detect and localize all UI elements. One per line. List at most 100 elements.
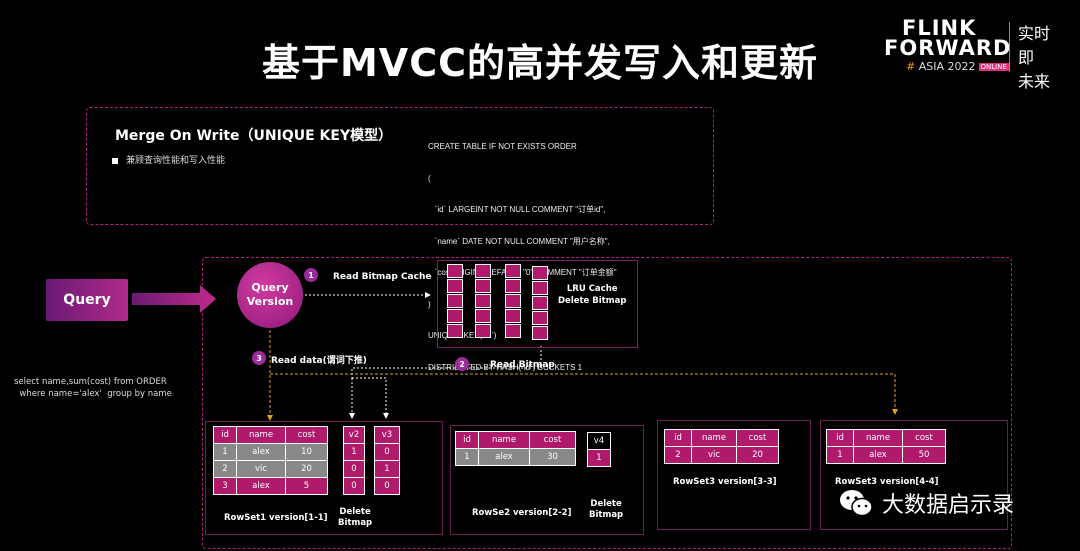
lru-label-line2: Delete Bitmap	[558, 296, 627, 306]
step-1-badge: 1	[304, 268, 318, 282]
header-cell: name	[853, 429, 903, 447]
lru-cache-label: LRU Cache Delete Bitmap	[558, 283, 626, 307]
table-cell: 5	[285, 477, 328, 495]
lru-cell	[505, 279, 521, 293]
table-cell: 1	[826, 446, 854, 464]
sql-line: )	[428, 299, 431, 309]
lru-cell	[447, 279, 463, 293]
merge-on-write-heading: Merge On Write（UNIQUE KEY模型）	[115, 128, 393, 144]
table-cell: 1	[213, 443, 237, 461]
step-2-label: Read Bitmap	[490, 360, 555, 370]
table-header-row: id name cost	[455, 431, 576, 449]
delete-label-line2: Bitmap	[589, 510, 624, 520]
select-line1: select name,sum(cost) from ORDER	[14, 377, 167, 387]
step-3-badge: 3	[252, 351, 266, 365]
logo-divider	[1009, 22, 1010, 72]
header-cell: cost	[902, 429, 946, 447]
lru-column	[475, 264, 491, 339]
query-version-node: Query Version	[237, 262, 303, 328]
lru-column	[447, 264, 463, 339]
lru-cell	[447, 264, 463, 278]
lru-label-line1: LRU Cache	[566, 284, 618, 294]
query-button: Query	[46, 279, 128, 321]
bullet-text: 兼顾查询性能和写入性能	[126, 156, 226, 166]
watermark-text: 大数据启示录	[882, 493, 1015, 518]
bitmap-cell: 1	[343, 443, 365, 461]
table-cell: 10	[285, 443, 328, 461]
table-cell: vic	[691, 446, 737, 464]
lru-cell	[475, 264, 491, 278]
bitmap-v3-arrow	[352, 377, 389, 419]
table-row: 2 vic 20	[664, 446, 779, 464]
table-row: 1 alex 10	[213, 443, 328, 461]
lru-cell	[475, 324, 491, 338]
table-cell: alex	[236, 443, 286, 461]
table-cell: 30	[529, 448, 576, 466]
lru-cell	[505, 324, 521, 338]
bitmap-cell: 1	[587, 449, 611, 467]
rowset4-label: RowSet3 version[4-4]	[835, 477, 939, 487]
lru-cache-box	[437, 260, 638, 348]
query-version-line1: Query	[251, 281, 289, 294]
bitmap-cell: 1	[374, 460, 400, 478]
step-1-label: Read Bitmap Cache	[333, 272, 432, 282]
rowset2-bitmap-v4: v4 1	[587, 432, 611, 467]
read-data-rowset4-arrow	[270, 373, 898, 415]
bitmap-cell: 0	[374, 477, 400, 495]
wechat-icon	[840, 490, 873, 517]
table-cell: 2	[213, 460, 237, 478]
sql-line: CREATE TABLE IF NOT EXISTS ORDER	[428, 142, 577, 151]
lru-column	[505, 264, 521, 339]
rowset1-bitmap-v3: v3 0 1 0	[374, 426, 400, 495]
bitmap-header: v3	[374, 426, 400, 444]
logo-hash: #	[906, 60, 916, 73]
lru-cell	[532, 326, 548, 340]
merge-on-write-box	[86, 107, 714, 225]
rowset3-label: RowSet3 version[3-3]	[673, 477, 777, 487]
lru-cell	[475, 294, 491, 308]
table-row: 1 alex 30	[455, 448, 576, 466]
merge-on-write-bullet: 兼顾查询性能和写入性能	[112, 153, 225, 166]
delete-label-line2: Bitmap	[338, 518, 373, 528]
header-cell: id	[455, 431, 479, 449]
table-row: 2 vic 20	[213, 460, 328, 478]
logo-online: ONLINE	[978, 63, 1009, 71]
table-row: 3 alex 5	[213, 477, 328, 495]
table-cell: 2	[664, 446, 692, 464]
lru-cell	[532, 281, 548, 295]
lru-cell	[475, 309, 491, 323]
lru-cell	[505, 264, 521, 278]
table-cell: alex	[236, 477, 286, 495]
mvcc-diagram-box	[202, 257, 1012, 549]
rowset1-delete-bitmap-label: Delete Bitmap	[338, 507, 372, 529]
bitmap-header: v2	[343, 426, 365, 444]
select-line2: where name='alex' group by name	[14, 389, 172, 399]
rowset1-table: id name cost 1 alex 10 2 vic 20 3 alex 5	[213, 426, 328, 495]
query-version-line2: Version	[246, 295, 294, 308]
sql-line: `id` LARGEINT NOT NULL COMMENT "订单id",	[428, 205, 606, 214]
lru-cell	[532, 296, 548, 310]
sql-line: DISTRIBUTED BY HASH(`id`) BUCKETS 1	[428, 362, 583, 372]
rowset3-box	[657, 420, 811, 530]
table-row: 1 alex 50	[826, 446, 946, 464]
rowset3-table: id name cost 2 vic 20	[664, 429, 779, 464]
bitmap-header: v4	[587, 432, 611, 450]
lru-cell	[532, 311, 548, 325]
logo-asia: ASIA 2022	[918, 60, 976, 73]
rowset1-label: RowSet1 version[1-1]	[224, 513, 328, 523]
logo-cn-line2: 未来	[1018, 72, 1051, 91]
slide-title: 基于MVCC的高并发写入和更新	[261, 41, 818, 85]
table-cell: 1	[455, 448, 479, 466]
rowset1-bitmap-v2: v2 1 0 0	[343, 426, 365, 495]
table-header-row: id name cost	[213, 426, 328, 444]
rowset1-box	[205, 421, 443, 535]
rowset2-table: id name cost 1 alex 30	[455, 431, 576, 466]
step-3-label: Read data(谓词下推)	[271, 356, 367, 366]
lru-cell	[447, 309, 463, 323]
lru-column	[532, 266, 548, 341]
lru-cell	[532, 266, 548, 280]
header-cell: id	[826, 429, 854, 447]
wechat-watermark: 大数据启示录	[836, 486, 1042, 520]
